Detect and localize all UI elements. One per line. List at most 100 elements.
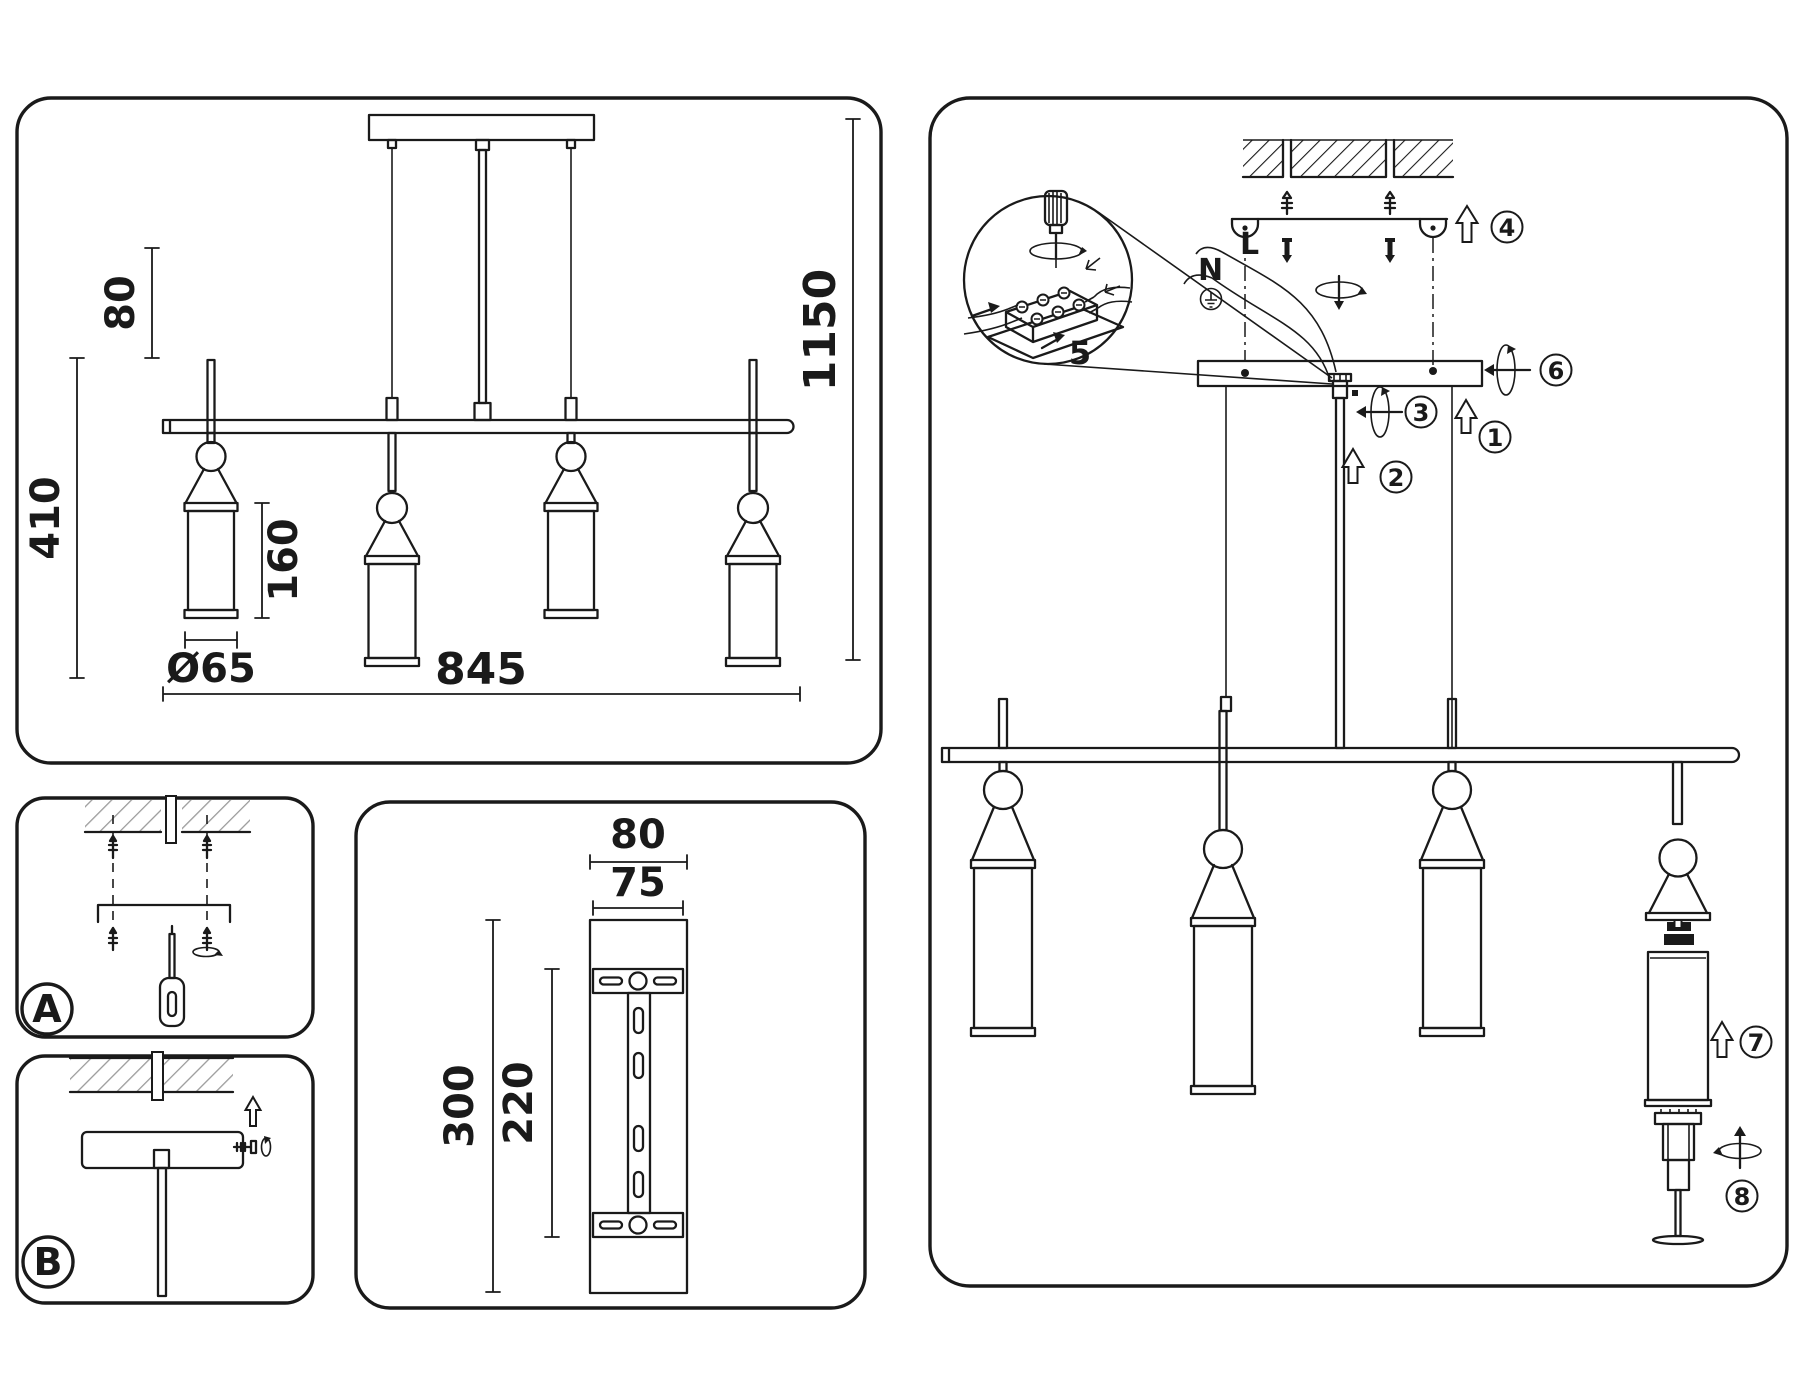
slot-hole	[652, 976, 678, 986]
up-arrow-icon	[243, 1094, 263, 1127]
step-number: 6	[1548, 357, 1565, 385]
insert-arrow-icon	[970, 302, 1065, 350]
overview-panel: 80 410 160 Ø65 845 1150	[23, 113, 861, 702]
wall-plug-icon	[107, 834, 119, 860]
stem-stub	[1671, 760, 1684, 826]
lamp-ball	[1658, 838, 1698, 878]
dimension-height-410: 410	[23, 357, 85, 679]
rotate-icon	[1315, 274, 1367, 310]
screw-icon	[201, 926, 213, 952]
screw-icon	[1280, 190, 1294, 216]
up-arrow-icon	[1454, 204, 1480, 243]
alignment-centerline	[112, 815, 208, 948]
up-arrow-icon	[1453, 398, 1479, 434]
dimension-length-845: 845	[162, 644, 801, 702]
slot-hole	[652, 1220, 678, 1230]
up-arrow-icon	[1340, 447, 1366, 484]
insert-arrow-icon	[1085, 257, 1121, 296]
shade-ring	[1653, 1109, 1703, 1126]
stem-stub	[1446, 697, 1458, 750]
slot-hole	[632, 1006, 645, 1035]
suspension-rod	[1334, 396, 1346, 750]
rod-connector	[152, 1148, 171, 1170]
slot-hole	[632, 1124, 645, 1153]
exploded-pendant: 7 8	[1643, 760, 1773, 1246]
ceiling-canopy	[367, 113, 596, 142]
mounting-step-a-panel: A	[20, 795, 252, 1036]
ceiling-canopy	[1196, 359, 1484, 388]
callout-step-1: 1	[1478, 420, 1512, 454]
assembly-panel-border	[928, 96, 1789, 1288]
step-number: 8	[1734, 1183, 1751, 1211]
stem-stub	[206, 358, 216, 435]
slot-hole	[632, 1170, 645, 1199]
dimension-outer-height-300: 300	[437, 919, 501, 1293]
mounting-step-b-panel: B	[21, 1051, 272, 1298]
screw-icon	[232, 1139, 258, 1155]
step-number: 4	[1499, 214, 1516, 242]
dimension-total-1150: 1150	[795, 118, 861, 661]
rotate-icon	[1713, 1126, 1762, 1170]
cord-nub	[565, 138, 577, 150]
lamp-socket	[1664, 919, 1694, 945]
center-hole	[628, 971, 648, 991]
pendant-lamp	[969, 760, 1037, 1038]
stem-stub	[997, 697, 1009, 750]
dimension-label: 1150	[795, 269, 846, 391]
screw-icon	[1385, 238, 1395, 263]
pendant-lamp	[543, 431, 599, 620]
up-arrow-icon	[1709, 1020, 1735, 1058]
mains-wires	[1183, 246, 1337, 381]
rotate-icon	[192, 946, 223, 958]
bracket-panel: 80 75 300 220	[437, 812, 689, 1295]
callout-step-3: 3	[1404, 395, 1438, 429]
dimension-label: 845	[435, 644, 527, 695]
lamp-holder	[1661, 1122, 1696, 1192]
step-number: 2	[1388, 464, 1405, 492]
fixture-bar	[161, 418, 795, 435]
dimension-diameter-65: Ø65	[166, 631, 256, 692]
dimension-label: 300	[437, 1064, 483, 1148]
step-label: A	[32, 987, 62, 1031]
bracket-plate-top	[591, 967, 685, 995]
rotate-icon	[1484, 344, 1532, 396]
mains-cable	[165, 795, 177, 844]
screwdriver-icon	[1043, 189, 1069, 268]
assembly-panel: 4 N L	[940, 138, 1773, 1246]
rotate-icon	[1356, 386, 1404, 438]
dimension-label: 80	[610, 812, 666, 858]
dimension-outer-width-80: 80	[589, 812, 688, 870]
callout-step-4: 4	[1490, 210, 1524, 244]
dimension-inner-height-220: 220	[496, 968, 560, 1238]
overview-panel-border	[15, 96, 883, 765]
step-number: 5	[1069, 334, 1091, 372]
center-hole	[628, 1215, 648, 1235]
callout-step-8: 8	[1725, 1179, 1759, 1213]
screwdriver-icon	[158, 924, 186, 1028]
dimension-inner-width-75: 75	[592, 860, 684, 916]
step-number: 1	[1487, 424, 1504, 452]
rod-connector	[473, 401, 492, 422]
dimension-label: 80	[98, 275, 144, 331]
label-neutral: N	[1198, 253, 1223, 288]
rod-coupler	[474, 138, 491, 152]
terminal-block	[986, 286, 1125, 360]
bracket-plate-bottom	[591, 1211, 685, 1239]
slot-hole	[598, 976, 624, 986]
pendant-lamp	[724, 431, 782, 668]
bulb-stem	[1651, 1188, 1705, 1246]
cord-connector	[1219, 695, 1233, 713]
dimension-label: 410	[23, 476, 69, 560]
lamp-cone	[1644, 872, 1712, 922]
cord-nub	[386, 138, 398, 150]
pendant-lamp	[1418, 760, 1486, 1038]
slot-hole	[598, 1220, 624, 1230]
mains-cable	[151, 1051, 164, 1101]
bulb-disc	[1651, 1234, 1705, 1246]
callout-step-2: 2	[1379, 460, 1413, 494]
screw-icon	[1282, 238, 1292, 263]
step-a-badge: A	[20, 982, 74, 1036]
rotate-icon	[260, 1136, 272, 1157]
pendant-lamp	[183, 431, 239, 620]
pendant-lamp	[1189, 709, 1257, 1096]
